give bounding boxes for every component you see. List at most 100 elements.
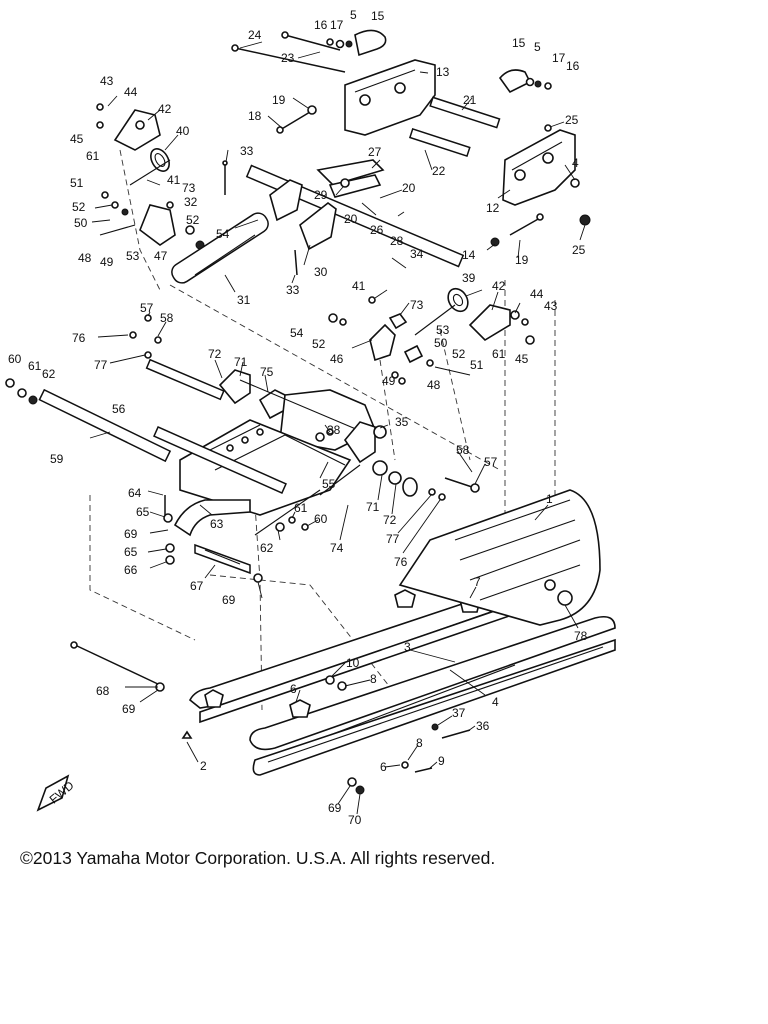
callout-52: 52 [452, 347, 466, 361]
callout-15: 15 [371, 9, 385, 23]
callout-5: 5 [534, 40, 541, 54]
front-arm-63 [163, 495, 309, 583]
callout-10: 10 [346, 656, 360, 670]
callout-49: 49 [100, 255, 114, 269]
pin-33-upper [222, 160, 228, 195]
callout-8: 8 [416, 736, 423, 750]
callout-12: 12 [486, 201, 500, 215]
callout-68: 68 [96, 684, 110, 698]
callout-23: 23 [281, 51, 295, 65]
callout-17: 17 [330, 18, 344, 32]
callout-4: 4 [492, 695, 499, 709]
link-arm-27 [316, 159, 385, 198]
callout-3: 3 [404, 640, 411, 654]
callout-76: 76 [72, 331, 86, 345]
callout-42: 42 [158, 102, 172, 116]
callout-48: 48 [427, 378, 441, 392]
callout-21: 21 [463, 93, 477, 107]
shock-absorber-31 [171, 212, 269, 284]
callout-52: 52 [312, 337, 326, 351]
callout-13: 13 [436, 65, 450, 79]
callout-58: 58 [456, 443, 470, 457]
callout-54: 54 [216, 227, 230, 241]
pin-33-lower [294, 249, 298, 276]
callout-20: 20 [402, 181, 416, 195]
callout-51: 51 [470, 358, 484, 372]
callout-24: 24 [248, 28, 262, 42]
callout-43: 43 [544, 299, 558, 313]
left-hardware [5, 314, 162, 405]
callout-7: 7 [474, 575, 481, 589]
suspension-exploded-diagram: FWD [5, 8, 616, 827]
callout-69: 69 [122, 702, 136, 716]
callout-61: 61 [28, 359, 42, 373]
callout-33: 33 [240, 144, 254, 158]
callout-44: 44 [124, 85, 138, 99]
callout-32: 32 [184, 195, 198, 209]
callout-17: 17 [552, 51, 566, 65]
right-roller-bracket [328, 287, 535, 385]
callout-63: 63 [210, 517, 224, 531]
callout-28: 28 [390, 234, 404, 248]
callout-25: 25 [565, 113, 579, 127]
right-bracket-12 [502, 129, 576, 206]
callout-78: 78 [574, 629, 588, 643]
callout-43: 43 [100, 74, 114, 88]
callout-73: 73 [410, 298, 424, 312]
copyright-notice: ©2013 Yamaha Motor Corporation. U.S.A. A… [20, 848, 496, 868]
callout-15: 15 [512, 36, 526, 50]
callout-46: 46 [330, 352, 344, 366]
callout-8: 8 [370, 672, 377, 686]
callout-29: 29 [314, 188, 328, 202]
callout-14: 14 [462, 248, 476, 262]
callout-76: 76 [394, 555, 408, 569]
callout-67: 67 [190, 579, 204, 593]
callout-72: 72 [208, 347, 222, 361]
fwd-label: FWD [47, 778, 77, 807]
callout-41: 41 [352, 279, 366, 293]
slide-rail-assembly [188, 577, 616, 776]
track-assembly-1 [398, 489, 601, 626]
callout-20: 20 [344, 212, 358, 226]
callout-1: 1 [546, 492, 553, 506]
callout-75: 75 [260, 365, 274, 379]
callout-54: 54 [290, 326, 304, 340]
left-bracket-47 [99, 191, 205, 250]
callout-50: 50 [74, 216, 88, 230]
callout-36: 36 [476, 719, 490, 733]
callout-69: 69 [328, 801, 342, 815]
callout-51: 51 [70, 176, 84, 190]
callout-72: 72 [383, 513, 397, 527]
callout-27: 27 [368, 145, 382, 159]
callout-61: 61 [86, 149, 100, 163]
callout-64: 64 [128, 486, 142, 500]
callout-73: 73 [182, 181, 196, 195]
callout-37: 37 [452, 706, 466, 720]
cross-shafts [408, 96, 501, 157]
callout-47: 47 [154, 249, 168, 263]
callout-44: 44 [530, 287, 544, 301]
callout-26: 26 [370, 223, 384, 237]
callout-19: 19 [515, 253, 529, 267]
callout-57: 57 [484, 455, 498, 469]
callout-65: 65 [124, 545, 138, 559]
upper-left-bracket-42 [96, 103, 171, 186]
callout-6: 6 [290, 682, 297, 696]
callout-35: 35 [395, 415, 409, 429]
callout-38: 38 [327, 423, 341, 437]
bolt-18 [276, 105, 317, 134]
callout-41: 41 [167, 173, 181, 187]
callout-18: 18 [248, 109, 262, 123]
callout-65: 65 [136, 505, 150, 519]
callout-4: 4 [572, 156, 579, 170]
upper-right-hardware [326, 29, 552, 94]
callout-30: 30 [314, 265, 328, 279]
rear-arm-assembly-55 [145, 358, 387, 516]
callout-58: 58 [160, 311, 174, 325]
callout-60: 60 [8, 352, 22, 366]
callout-40: 40 [176, 124, 190, 138]
callout-56: 56 [112, 402, 126, 416]
callout-6: 6 [380, 760, 387, 774]
callout-71: 71 [366, 500, 380, 514]
rear-shaft-59 [38, 388, 172, 463]
